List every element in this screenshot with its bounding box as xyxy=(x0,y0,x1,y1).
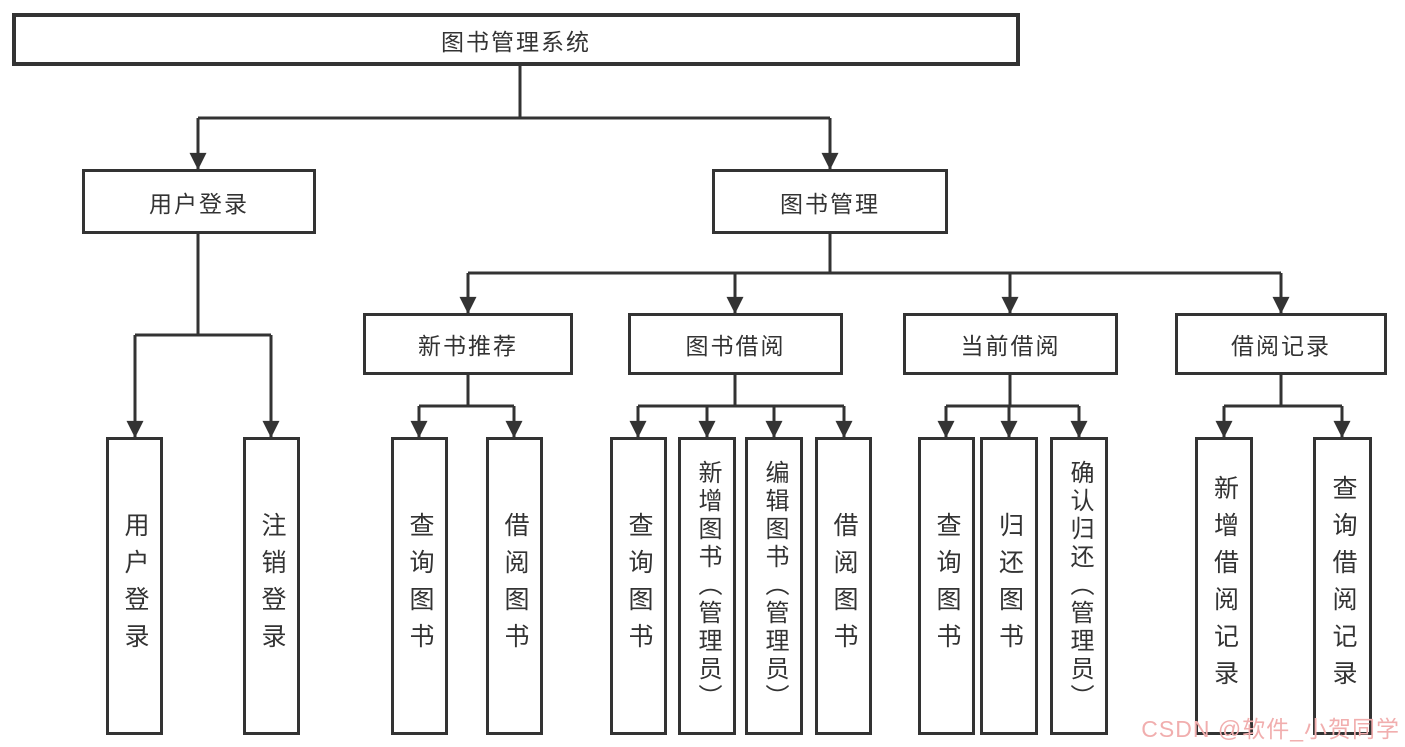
leaf-recommend-borrow-books: 借阅图书 xyxy=(486,437,543,735)
node-book-management: 图书管理 xyxy=(712,169,948,234)
csdn-watermark: CSDN @软件_小贺同学 xyxy=(1141,716,1400,742)
node-user-login: 用户登录 xyxy=(82,169,316,234)
node-borrow-records: 借阅记录 xyxy=(1175,313,1387,375)
leaf-records-add-record: 新增借阅记录 xyxy=(1195,437,1253,735)
leaf-current-return-books: 归还图书 xyxy=(980,437,1038,735)
leaf-user-login: 用户登录 xyxy=(106,437,163,735)
node-library-management-system: 图书管理系统 xyxy=(12,13,1020,66)
leaf-logout: 注销登录 xyxy=(243,437,300,735)
node-book-borrow: 图书借阅 xyxy=(628,313,843,375)
leaf-records-query-record: 查询借阅记录 xyxy=(1313,437,1372,735)
leaf-current-query-books: 查询图书 xyxy=(918,437,975,735)
leaf-borrow-borrow-books: 借阅图书 xyxy=(815,437,872,735)
node-current-borrow: 当前借阅 xyxy=(903,313,1118,375)
leaf-recommend-query-books: 查询图书 xyxy=(391,437,448,735)
leaf-current-confirm-return-admin: 确认归还（管理员） xyxy=(1050,437,1108,735)
leaf-borrow-edit-books-admin: 编辑图书（管理员） xyxy=(745,437,803,735)
leaf-borrow-query-books: 查询图书 xyxy=(610,437,667,735)
leaf-borrow-add-books-admin: 新增图书（管理员） xyxy=(678,437,736,735)
node-new-book-recommend: 新书推荐 xyxy=(363,313,573,375)
